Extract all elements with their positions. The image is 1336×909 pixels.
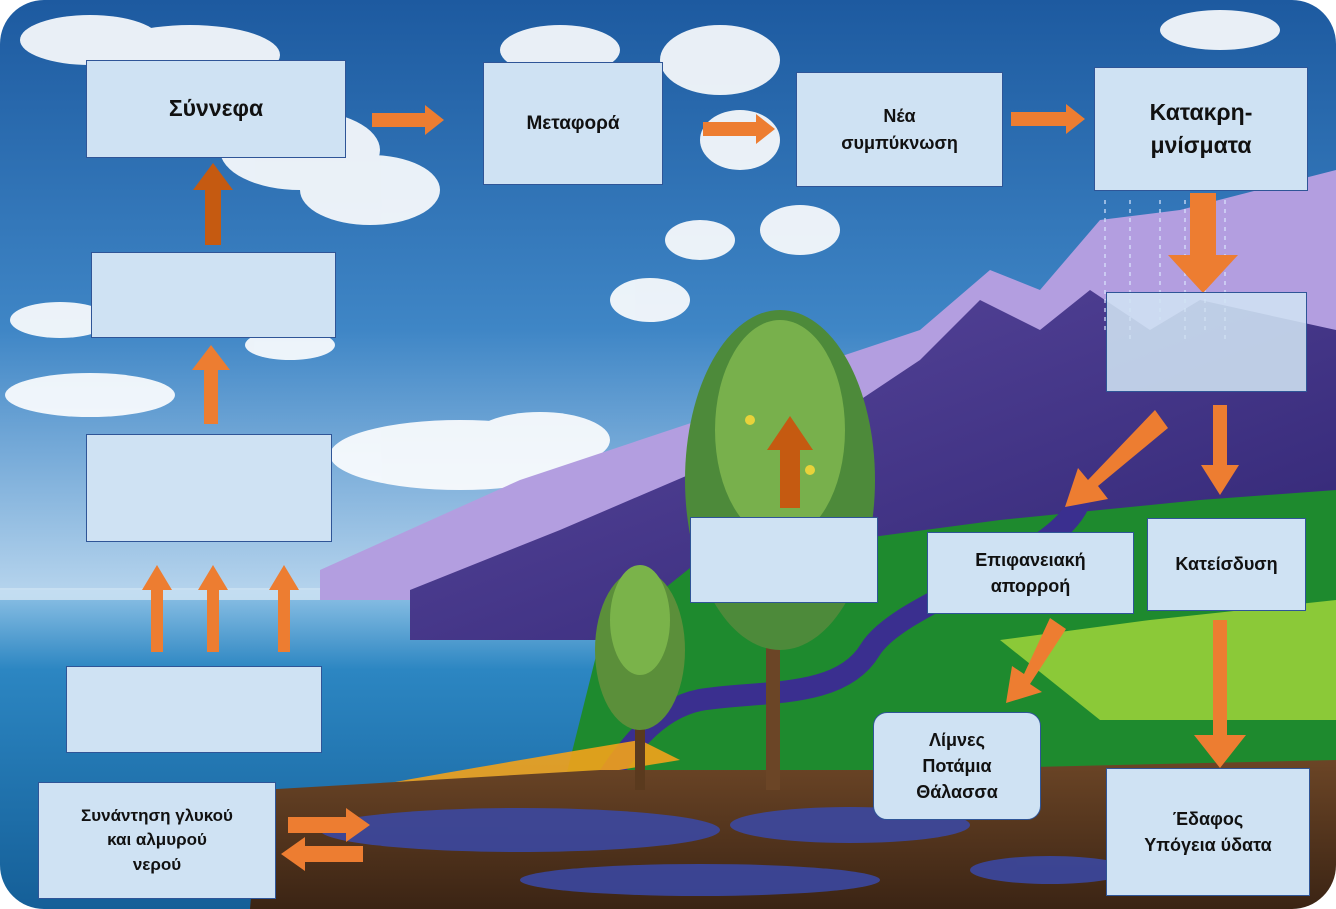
box-blank-below-precipitation	[1106, 292, 1307, 392]
tree-left	[595, 565, 685, 790]
box-soil-groundwater-label: Έδαφος Υπόγεια ύδατα	[1144, 808, 1272, 855]
arrow-precipitation-down	[1168, 193, 1238, 293]
arrow-evap-2	[198, 565, 228, 652]
box-lakes-rivers-sea: Λίμνες Ποτάμια Θάλασσα	[873, 712, 1041, 820]
arrow-infiltration-to-soil	[1194, 620, 1246, 768]
box-transport: Μεταφορά	[483, 62, 663, 185]
arrow-runoff-to-lakes	[1006, 618, 1066, 703]
box-clouds-label: Σύννεφα	[168, 95, 264, 122]
box-blank-upper-left	[91, 252, 336, 338]
box-soil-groundwater: Έδαφος Υπόγεια ύδατα	[1106, 768, 1310, 896]
arrow-transport-to-condensation	[703, 114, 775, 144]
arrow-condensation-to-precipitation	[1011, 104, 1085, 134]
arrow-clouds-to-transport	[372, 105, 444, 135]
box-transport-label: Μεταφορά	[526, 112, 620, 134]
arrow-evap-3	[269, 565, 299, 652]
arrow-evap-1	[142, 565, 172, 652]
box-blank-tree	[690, 517, 878, 603]
box-blank-middle-left	[86, 434, 332, 542]
box-lakes-rivers-sea-label: Λίμνες Ποτάμια Θάλασσα	[916, 729, 998, 803]
arrow-to-surface-runoff	[1065, 410, 1168, 507]
box-surface-runoff: Επιφανειακή απορροή	[927, 532, 1134, 614]
box-infiltration: Κατείσδυση	[1147, 518, 1306, 611]
box-fresh-salt-meeting-label: Συνάντηση γλυκού και αλμυρού νερού	[81, 805, 233, 874]
box-new-condensation: Νέα συμπύκνωση	[796, 72, 1003, 187]
box-clouds: Σύννεφα	[86, 60, 346, 158]
arrow-tree-up	[767, 416, 813, 508]
box-fresh-salt-meeting: Συνάντηση γλυκού και αλμυρού νερού	[38, 782, 276, 899]
box-precipitation: Κατακρη- μνίσματα	[1094, 67, 1308, 191]
arrow-left-middle-up	[192, 345, 230, 424]
box-precipitation-label: Κατακρη- μνίσματα	[1149, 98, 1253, 158]
arrow-left-top-up	[193, 163, 233, 245]
arrow-to-right-bottom	[288, 808, 370, 842]
box-infiltration-label: Κατείσδυση	[1175, 554, 1278, 575]
box-new-condensation-label: Νέα συμπύκνωση	[841, 106, 958, 153]
box-surface-runoff-label: Επιφανειακή απορροή	[975, 549, 1086, 596]
arrow-to-left-bottom	[281, 837, 363, 871]
arrow-to-infiltration	[1201, 405, 1239, 495]
box-blank-above-sea	[66, 666, 322, 753]
